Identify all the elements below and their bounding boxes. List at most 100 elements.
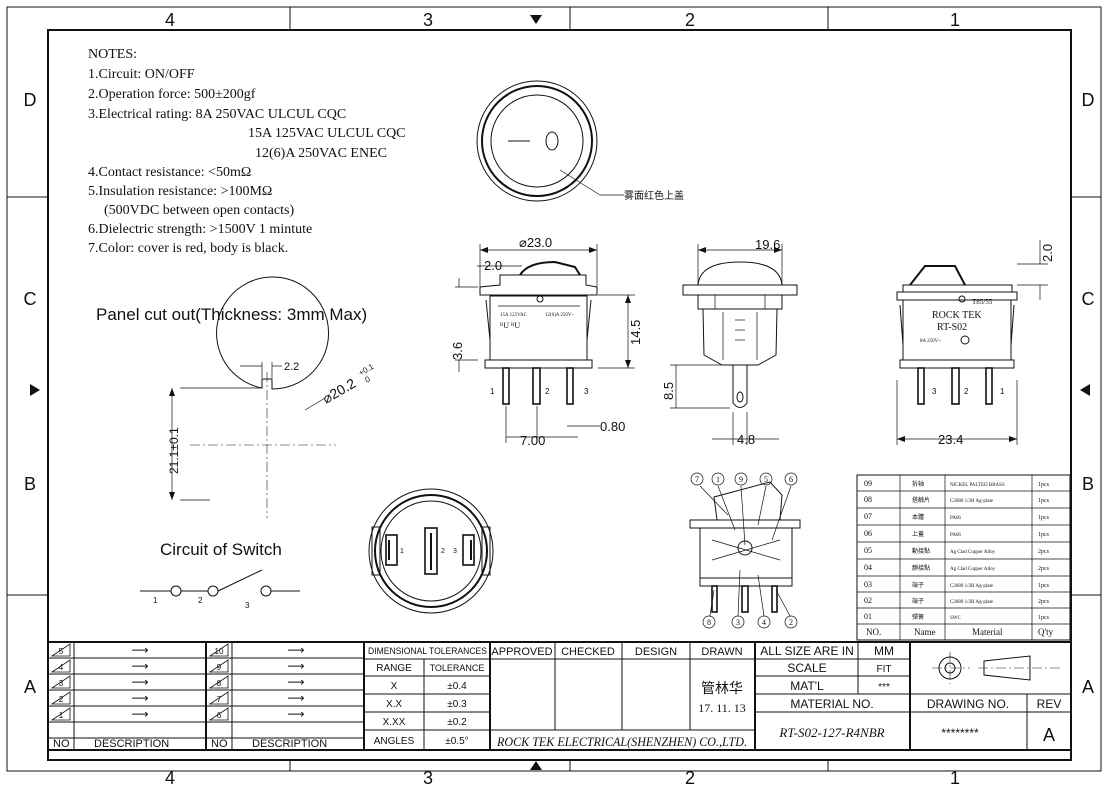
back-dim-2-0: 2.0 xyxy=(1040,244,1055,262)
revision-number: 4 xyxy=(59,663,64,672)
revision-triangle xyxy=(208,675,229,689)
outer-border xyxy=(6,6,1102,772)
bom-cell-qty: 2pcs xyxy=(1038,549,1050,555)
front-dim-2: 2.0 xyxy=(484,258,502,273)
bom-cell-name: 拆轴 xyxy=(912,480,924,488)
note-line: 2.Operation force: 500±200gf xyxy=(88,87,256,102)
revision-number: 3 xyxy=(59,679,64,688)
bom-cell-no: 09 xyxy=(864,479,872,488)
svg-text:1: 1 xyxy=(400,548,404,555)
section-balloon: 1 xyxy=(716,475,720,484)
bom-cell-qty: 1pcs xyxy=(1038,583,1050,589)
revision-arrow: ⟶ xyxy=(287,643,304,657)
revision-arrow: ⟶ xyxy=(131,659,148,673)
front-dim-14-5: 14.5 xyxy=(628,320,643,345)
revision-triangle xyxy=(50,659,71,673)
tb-material-no-label: MATERIAL NO. xyxy=(790,697,873,711)
bom-cell-name: 端子 xyxy=(912,581,924,589)
zone-row-a-right: A xyxy=(1082,677,1094,697)
bom-header-material: Material xyxy=(972,627,1003,637)
bom-cell-qty: 1pcs xyxy=(1038,482,1050,488)
bom-cell-material: PA66 xyxy=(950,516,961,521)
switch-back-view xyxy=(896,240,1048,445)
note-line: (500VDC between open contacts) xyxy=(104,203,294,218)
rev-col-no-right: NO xyxy=(211,738,228,750)
zone-col-2-bottom: 2 xyxy=(685,768,695,786)
svg-text:3: 3 xyxy=(453,548,457,555)
side-dim-4-8: 4.8 xyxy=(737,432,755,447)
section-balloons-top xyxy=(690,472,798,629)
note-line: 1.Circuit: ON/OFF xyxy=(88,67,195,82)
revision-triangle xyxy=(208,691,229,705)
tb-company: ROCK TEK ELECTRICAL(SHENZHEN) CO.,LTD. xyxy=(496,734,747,749)
tol-value: ±0.5° xyxy=(445,736,468,747)
tb-size-value: MM xyxy=(874,644,894,658)
tolerances-range-label: RANGE xyxy=(376,663,412,674)
revision-number: 5 xyxy=(59,647,64,656)
bom-cell-material: C2680 1/2H Ag-plate xyxy=(950,600,994,605)
revision-triangle xyxy=(50,707,71,721)
panel-cutout-title: Panel cut out(Thickness: 3mm Max) xyxy=(96,305,367,324)
front-dim-diameter: ⌀23.0 xyxy=(519,235,552,250)
zone-col-3-top: 3 xyxy=(423,10,433,30)
bom-cell-no: 05 xyxy=(864,546,872,555)
revision-number: 2 xyxy=(59,695,64,704)
tb-drawing-no: ******** xyxy=(941,726,979,740)
bom-cell-qty: 1pcs xyxy=(1038,515,1050,521)
revision-triangle xyxy=(208,707,229,721)
centering-arrows xyxy=(30,15,1090,770)
bom-cell-material: Ag Clad Copper Alloy xyxy=(950,550,996,555)
bom-cell-material: PA66 xyxy=(950,533,961,538)
tol-value: ±0.4 xyxy=(447,681,467,692)
bom-header-name: Name xyxy=(914,627,936,637)
tb-approved: APPROVED xyxy=(491,646,552,658)
bom-cell-name: 上蓋 xyxy=(912,530,924,538)
section-balloon: 4 xyxy=(762,618,766,627)
bom-header-qty: Q'ty xyxy=(1038,627,1054,637)
revision-triangle xyxy=(208,643,229,657)
bom-cell-material: C2680 1/2H Ag-plate xyxy=(950,499,994,504)
revision-triangle xyxy=(208,659,229,673)
front-dim-0-80: 0.80 xyxy=(600,419,625,434)
front-label-b: 12(6)A 250V~ xyxy=(545,313,575,318)
circuit-symbol xyxy=(140,569,300,597)
revision-arrow: ⟶ xyxy=(287,691,304,705)
bom-cell-name: 本體 xyxy=(912,513,924,521)
zone-row-b-left: B xyxy=(24,474,36,494)
bom-cell-no: 06 xyxy=(864,529,872,538)
zone-row-b-right: B xyxy=(1082,474,1094,494)
bom-cell-material: Ag Clad Copper Alloy xyxy=(950,567,996,572)
tol-range: X xyxy=(391,681,398,692)
tol-value: ±0.3 xyxy=(447,699,467,710)
front-dim-7: 7.00 xyxy=(520,433,545,448)
back-pin-1: 1 xyxy=(1000,387,1005,396)
back-label-t: T85/55 xyxy=(972,298,993,306)
tb-drawn-name: 管林华 xyxy=(701,681,743,697)
zone-row-d-left: D xyxy=(24,90,37,110)
tb-mat-label: MAT'L xyxy=(790,679,824,693)
section-balloon: 6 xyxy=(789,475,793,484)
title-block xyxy=(47,641,1072,751)
revision-arrow: ⟶ xyxy=(131,707,148,721)
note-line: 4.Contact resistance: <50mΩ xyxy=(88,165,251,180)
back-dim-23-4: 23.4 xyxy=(938,432,963,447)
circuit-pin-2: 2 xyxy=(198,596,203,605)
bom-table xyxy=(856,474,1071,641)
revision-triangle xyxy=(50,675,71,689)
note-line: 5.Insulation resistance: >100MΩ xyxy=(88,184,272,199)
rev-col-desc-right: DESCRIPTION xyxy=(252,738,327,750)
revision-number: 10 xyxy=(215,647,224,656)
rev-col-desc-left: DESCRIPTION xyxy=(94,738,169,750)
cutout-dim-height: 21.1±0.1 xyxy=(167,427,181,474)
back-pin-3: 3 xyxy=(932,387,937,396)
section-balloon: 5 xyxy=(764,475,768,484)
bom-cell-name: 端子 xyxy=(912,597,924,605)
revision-number: 7 xyxy=(217,695,222,704)
zone-col-1-top: 1 xyxy=(950,10,960,30)
tol-value: ±0.2 xyxy=(447,717,467,728)
bom-cell-name: 彈簧 xyxy=(912,613,924,621)
bom-cell-no: 07 xyxy=(864,512,872,521)
notes-block: NOTES: 1.Circuit: ON/OFF 2.Operation for… xyxy=(88,47,406,256)
inner-border xyxy=(47,29,1072,761)
